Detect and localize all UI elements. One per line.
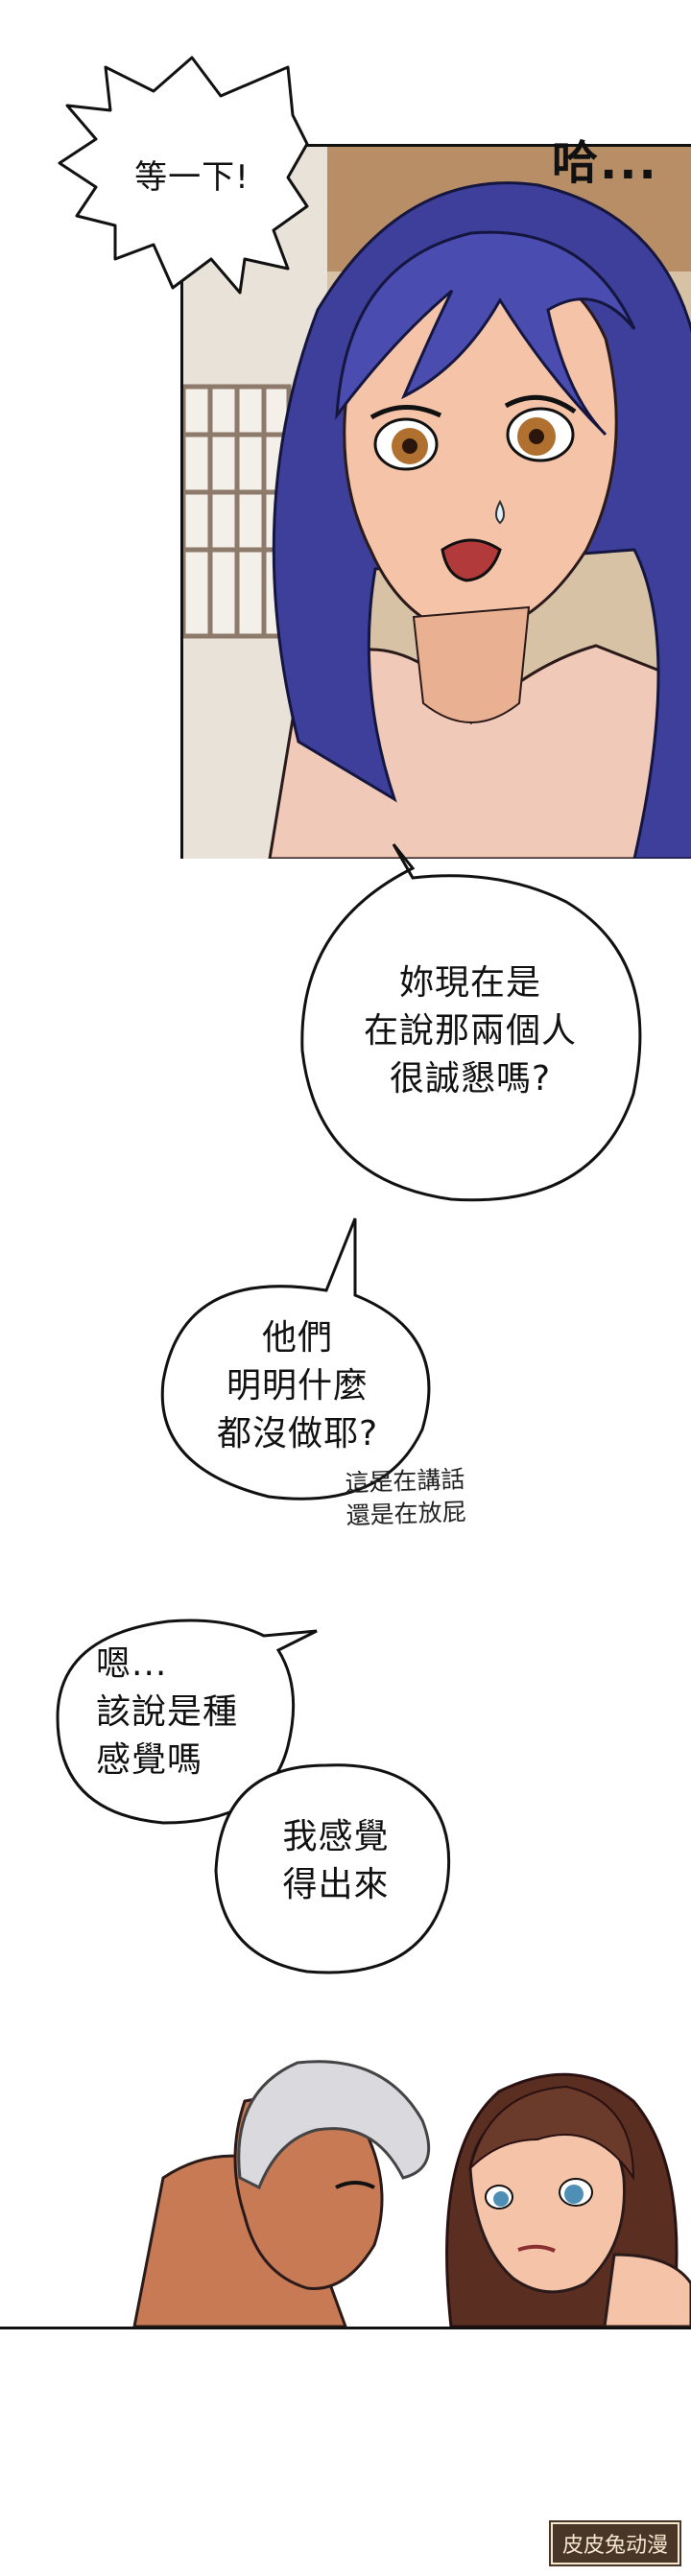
man-eye xyxy=(335,2181,375,2189)
shout-bubble-text: 等一下! xyxy=(134,158,250,197)
watermark-logo: 皮皮兔动漫 xyxy=(548,2520,682,2566)
speech-bubble-3-shape xyxy=(56,1619,318,1825)
handwritten-aside: 這是在講話 還是在放屁 xyxy=(344,1465,467,1530)
sfx-sigh: 哈... xyxy=(552,136,658,190)
eyes xyxy=(369,394,577,471)
speech-bubble-4-text: 我感覺 得出來 xyxy=(282,1817,390,1904)
speech-bubble-2-text: 他們 明明什麼 都沒做耶? xyxy=(216,1318,379,1453)
man-hair xyxy=(237,2060,431,2190)
shout-bubble-shape xyxy=(58,56,309,295)
woman-shoulder xyxy=(603,2253,691,2327)
sweat-drop xyxy=(495,499,505,525)
woman-eyes xyxy=(485,2178,593,2210)
speech-bubble-1-shape xyxy=(300,843,642,1202)
speech-bubble-1-text: 妳現在是 在說那兩個人 很誠懇嗎? xyxy=(363,963,577,1099)
neck xyxy=(412,605,531,723)
panel-2-art xyxy=(132,2060,691,2327)
speech-bubble-2-shape xyxy=(160,1217,431,1501)
mouth xyxy=(441,538,502,582)
speech-bubble-4-shape xyxy=(214,1763,451,1974)
bangs xyxy=(335,230,636,437)
speech-bubble-3-text: 嗯... 該說是種 感覺嗎 xyxy=(96,1644,239,1780)
panel-2 xyxy=(0,2034,691,2329)
woman-mouth xyxy=(517,2244,556,2253)
panel-1 xyxy=(180,144,691,859)
woman-bangs xyxy=(468,2085,635,2182)
panel-1-art xyxy=(183,147,691,859)
